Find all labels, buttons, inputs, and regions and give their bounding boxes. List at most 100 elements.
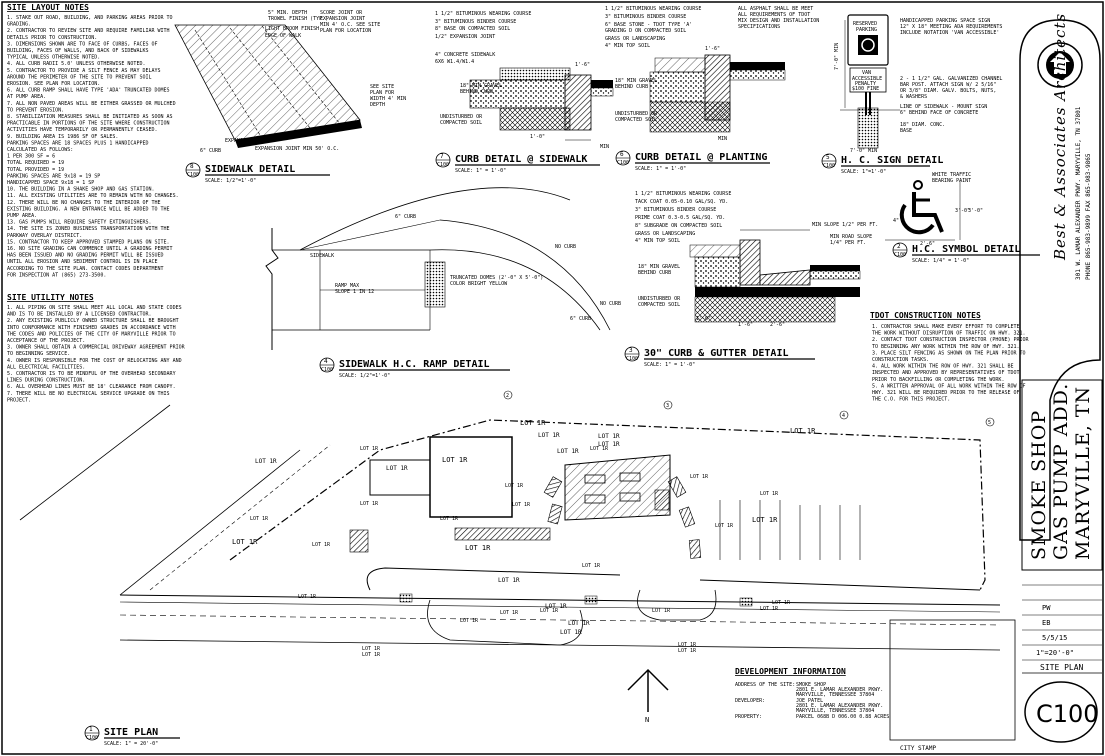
grid-marker-5	[985, 417, 995, 427]
dev-info-value: 2801 E. LAMAR ALEXANDER PKWY.	[796, 703, 883, 709]
tdot-note-line: 2. CONTACT TDOT CONSTRUCTION INSPECTOR (…	[872, 337, 1030, 343]
dev-info-label: DEVELOPER:	[735, 698, 765, 704]
site-layout-note-line: HANDICAPPED SPACE 9x18 = 1 SP	[7, 180, 94, 186]
site-layout-note-line: 3. DIMENSIONS SHOWN ARE TO FACE OF CURBS…	[7, 41, 158, 47]
curb7-label: 1 1/2" BITUMINOUS WEARING COURSE	[435, 11, 531, 17]
north-arrow-icon: N	[627, 668, 669, 724]
detail-6-sheet: C100	[617, 160, 629, 166]
site-plan-callout: LOT 1R	[520, 419, 546, 427]
detail-5-sheet: C100	[823, 163, 835, 169]
symbol-label: BEARING PAINT	[932, 178, 971, 184]
firm-seal-logo	[1037, 42, 1083, 88]
dev-info-value: MARYVILLE, TENNESSEE 37804	[796, 708, 874, 714]
svg-text:PARKING: PARKING	[856, 27, 877, 33]
site-plan-callout: LOT 1R	[512, 502, 531, 508]
site-utility-note-line: 7. THERE WILL BE NO ELECTRICAL SERVICE U…	[7, 391, 170, 397]
curb6-label: 3" BITUMINOUS BINDER COURSE	[605, 14, 686, 20]
field-checked-by: EB	[1042, 619, 1050, 627]
site-utility-note-line: 1. ALL PIPING ON SITE SHALL MEET ALL LOC…	[7, 305, 182, 311]
detail-1-title: SITE PLAN	[104, 727, 158, 738]
detail-8-number: 8	[190, 163, 194, 170]
dev-info-value: PARCEL 068B D 006.00 0.88 ACRES	[796, 714, 889, 720]
site-layout-note-line: 1. STAKE OUT ROAD, BUILDING, AND PARKING…	[7, 15, 173, 21]
site-utility-note-line: ACCEPTANCE OF THE PROJECT.	[7, 338, 85, 344]
detail-4-number: 4	[324, 358, 328, 365]
site-layout-note-line: PARKING SPACES ARE 9x18 = 19 SP	[7, 173, 100, 179]
site-plan-callout: LOT 1R	[460, 618, 479, 624]
sidewalk-label: EXPANSION JOINT MIN 50' O.C.	[255, 146, 339, 152]
ramp-label: 6" CURB	[570, 316, 591, 322]
truncated-domes	[424, 261, 446, 308]
curb7-label: MIN	[600, 144, 609, 150]
curb7-label: 18" MIN GRAVEL	[460, 83, 502, 89]
svg-text:PENALTY: PENALTY	[855, 81, 876, 87]
penalty-sign	[849, 67, 887, 93]
curb6-label: GRASS OR LANDSCAPING	[605, 36, 665, 42]
site-layout-note-line: 11. ALL EXISTING UTILITIES ARE TO REMAIN…	[7, 193, 179, 199]
site-utility-notes-lines: 1. ALL PIPING ON SITE SHALL MEET ALL LOC…	[7, 305, 186, 403]
site-layout-note-line: 1 PER 300 SF = 6	[7, 154, 55, 160]
site-layout-note-line: FOR INSPECTION AT (865) 273-3500.	[7, 272, 106, 278]
sidewalk-label: LIGHT BROOM FINISH	[265, 26, 319, 32]
site-plan-callout: LOT 1R	[298, 594, 317, 600]
curved-sidewalk	[543, 476, 702, 559]
site-plan-callout: LOT 1R	[678, 648, 697, 654]
deck	[369, 459, 431, 496]
ramp-label: NO CURB	[600, 301, 621, 307]
detail-7-number: 7	[440, 153, 444, 160]
sidewalk-label: 6" CURB	[200, 148, 221, 154]
sidewalk-slab	[174, 24, 361, 141]
site-plan-callout: LOT 1R	[545, 603, 567, 610]
detail-2-sheet: C100	[894, 252, 906, 258]
ramp-label: SIDEWALK	[310, 253, 334, 259]
sign-note-label: 18" DIAM. CONC.	[900, 122, 945, 128]
site-plan-callout: LOT 1R	[255, 458, 277, 465]
detail-4-scale: SCALE: 1/2"=1'-0"	[339, 373, 390, 379]
development-info-heading: DEVELOPMENT INFORMATION	[735, 667, 846, 676]
curb6-label: MIX DESIGN AND INSTALLATION	[738, 18, 819, 24]
field-date: 5/5/15	[1042, 634, 1067, 642]
tdot-construction-notes: TDOT CONSTRUCTION NOTES 1. CONTRACTOR SH…	[870, 311, 1030, 403]
curb6-label: ALL ASPHALT SHALL BE MEET	[738, 6, 813, 12]
ramp-label: NO CURB	[555, 244, 576, 250]
site-utility-note-line: 6. ALL OVERHEAD LINES MUST BE 18' CLEARA…	[7, 384, 176, 390]
site-layout-note-line: 2. CONTRACTOR TO REVIEW SITE AND REQUIRE…	[7, 28, 170, 34]
city-stamp-box	[889, 619, 1016, 741]
reserved-parking-sign	[847, 14, 889, 66]
curb6-label: 6" BASE STONE - TDOT TYPE 'A'	[605, 22, 692, 28]
sign-note-label: INCLUDE NOTATION 'VAN ACCESSIBLE'	[900, 30, 999, 36]
site-layout-note-line: BUILDING, FACES OF WALLS, AND BACK OF SI…	[7, 48, 148, 54]
ramp-label: COLOR BRIGHT YELLOW	[450, 281, 508, 287]
detail-7-sheet: C100	[437, 162, 449, 168]
ramp-label: 6" CURB	[395, 214, 416, 220]
site-plan: 2 3 4 5	[19, 390, 1001, 747]
site-plan-callout: LOT 1R	[362, 646, 381, 652]
svg-text:3: 3	[666, 403, 669, 409]
gas-pump-canopy	[564, 454, 671, 521]
detail-3-title: 30" CURB & GUTTER DETAIL	[644, 348, 789, 359]
curb3-label: 1/4" PER FT.	[830, 240, 866, 246]
site-plan-callout: LOT 1R	[760, 491, 779, 497]
site-layout-note-line: EROSION. SEE PLAN FOR LOCATION.	[7, 81, 100, 87]
site-layout-note-line: AROUND THE PERIMETER OF THE SITE TO PREV…	[7, 74, 152, 80]
symbol-label: 4"	[893, 218, 899, 224]
sidewalk-label: EDGE OF WALK	[265, 33, 301, 39]
site-utility-notes: SITE UTILITY NOTES 1. ALL PIPING ON SITE…	[7, 293, 186, 403]
accessibility-icon	[858, 35, 878, 55]
svg-text:$100 FINE: $100 FINE	[852, 86, 879, 92]
sheet-number: C100	[1036, 700, 1099, 728]
title-block-border	[1019, 19, 1101, 541]
site-layout-note-line: PARKING SPACES ARE 18 SPACES PLUS 1 HAND…	[7, 140, 148, 146]
site-plan-callout: LOT 1R	[557, 448, 579, 455]
site-layout-note-line: DETAILS PRIOR TO CONSTRUCTION.	[7, 35, 97, 41]
site-layout-note-line: PRACTICABLE IN PORTIONS OF THE SITE WHER…	[7, 121, 170, 127]
site-plan-callout: LOT 1R	[498, 577, 520, 584]
site-plan-callout: LOT 1R	[232, 538, 258, 546]
curb7-label: BEHIND CURB	[460, 89, 493, 95]
curb3-label: 18" MIN GRAVEL	[638, 264, 680, 270]
curb7-label: 4" CONCRETE SIDEWALK	[435, 52, 495, 58]
